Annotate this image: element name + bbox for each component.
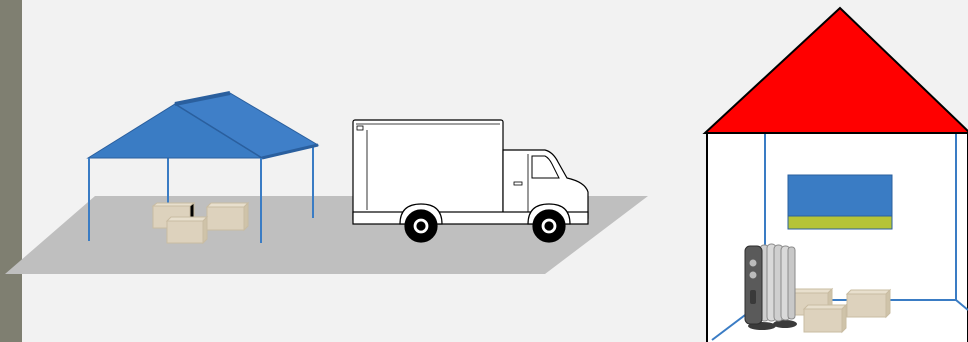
house-roof: [705, 8, 968, 133]
truck-wheel-rear: [405, 210, 437, 242]
oil-radiator-heater-icon: [745, 244, 797, 330]
house: [705, 8, 968, 342]
cardboard-box: [804, 305, 846, 332]
box-truck: [353, 120, 588, 242]
cardboard-box: [167, 217, 207, 243]
cardboard-box: [847, 290, 890, 317]
cardboard-box: [207, 203, 248, 230]
window: [788, 175, 892, 229]
truck-wheel-front: [533, 210, 565, 242]
